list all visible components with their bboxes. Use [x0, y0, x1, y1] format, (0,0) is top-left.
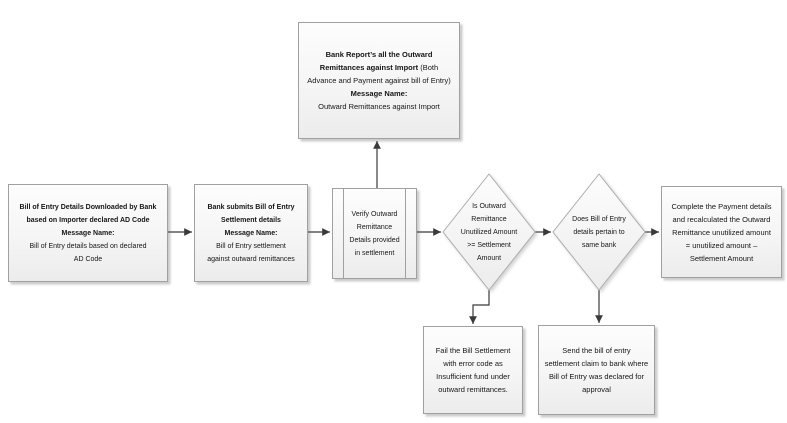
process-bank-submits-settlement: Bank submits Bill of Entry Settlement de… — [194, 184, 308, 282]
node-text-line: Verify Outward — [351, 210, 398, 218]
node-text-line: Bill of Entry was declared for — [548, 372, 645, 381]
node-text-line: Settlement details — [221, 216, 281, 224]
node-text-line: with error code as — [443, 359, 503, 368]
node-text-line: against outward remittances — [207, 255, 295, 263]
node-text-line: same bank — [581, 242, 617, 249]
node-text-line: Complete the Payment details — [671, 201, 772, 211]
node-text-line: Bill of Entry Details Downloaded by Bank — [19, 203, 157, 211]
decision-unutilized-vs-settlement-shape — [442, 173, 536, 291]
node-text-line: approval — [582, 385, 611, 394]
node-text-line: AD Code — [73, 255, 103, 263]
node-text-line: Amount — [476, 255, 502, 262]
arrow-decision-amount-to-fail — [469, 290, 490, 325]
node-text-line: Outward Remittances against Import — [318, 102, 440, 111]
node-text-line: Advance and Payment against bill of Entr… — [307, 76, 451, 85]
node-text-line: details pertain to — [573, 229, 625, 236]
node-text-line: Message Name: — [61, 229, 115, 237]
node-text-line: outward remittances. — [438, 385, 508, 394]
decision-bill-pertains-same-bank-shape — [552, 173, 646, 291]
node-text-line: Fail the Bill Settlement — [435, 346, 511, 355]
node-text-line: = unutilized amount – — [685, 240, 758, 250]
decision-bill-pertains-same-bank-label: Does Bill of Entry details pertain to sa… — [566, 213, 632, 252]
subprocess-verify-outward-remittance: Verify Outward Remittance Details provid… — [332, 188, 417, 279]
node-text-line: Send the bill of entry — [562, 346, 631, 355]
node-text-segment: (Both — [420, 63, 439, 72]
node-text-line: Bill of Entry settlement — [216, 242, 286, 250]
node-text-line: Details provided — [349, 236, 400, 244]
node-text-line: Message Name: — [224, 229, 278, 237]
node-text-line: Bank Report’s all the Outward — [325, 50, 433, 59]
node-text-line: Bill of Entry details based on declared — [29, 242, 147, 250]
node-text-line: settlement claim to bank where — [544, 359, 649, 368]
node-text-line: Settlement Amount — [689, 253, 754, 263]
process-fail-bill-settlement: Fail the Bill Settlement with error code… — [423, 326, 523, 414]
node-text-line: in settlement — [354, 249, 395, 257]
node-text-line: Remittance — [471, 216, 507, 223]
node-text-line: Remittance — [356, 223, 393, 231]
node-text-line: Remittances against Import (Both — [320, 61, 438, 74]
process-bank-reports-outward-remittances: Bank Report’s all the Outward Remittance… — [298, 22, 460, 139]
node-text-line: Unutilized Amount — [460, 229, 518, 236]
process-send-settlement-claim: Send the bill of entry settlement claim … — [538, 325, 655, 415]
node-text-segment: Remittances against Import — [319, 63, 419, 72]
node-text-line: and recalculated the Outward — [672, 214, 771, 224]
node-text-line: Remittance unutilized amount — [672, 227, 771, 237]
decision-unutilized-vs-settlement-label: Is Outward Remittance Unutilized Amount … — [456, 200, 522, 265]
node-text-line: Does Bill of Entry — [572, 216, 626, 223]
node-text-line: Is Outward — [472, 203, 506, 210]
node-text-line: Message Name: — [350, 89, 408, 98]
node-text-line: based on Importer declared AD Code — [26, 216, 150, 224]
process-complete-payment-details: Complete the Payment details and recalcu… — [661, 186, 782, 278]
node-text-line: Insufficient fund under — [436, 372, 510, 381]
node-text-line: >= Settlement — [467, 242, 511, 249]
process-bill-of-entry-download: Bill of Entry Details Downloaded by Bank… — [8, 184, 168, 282]
node-text-line: Bank submits Bill of Entry — [207, 203, 295, 211]
